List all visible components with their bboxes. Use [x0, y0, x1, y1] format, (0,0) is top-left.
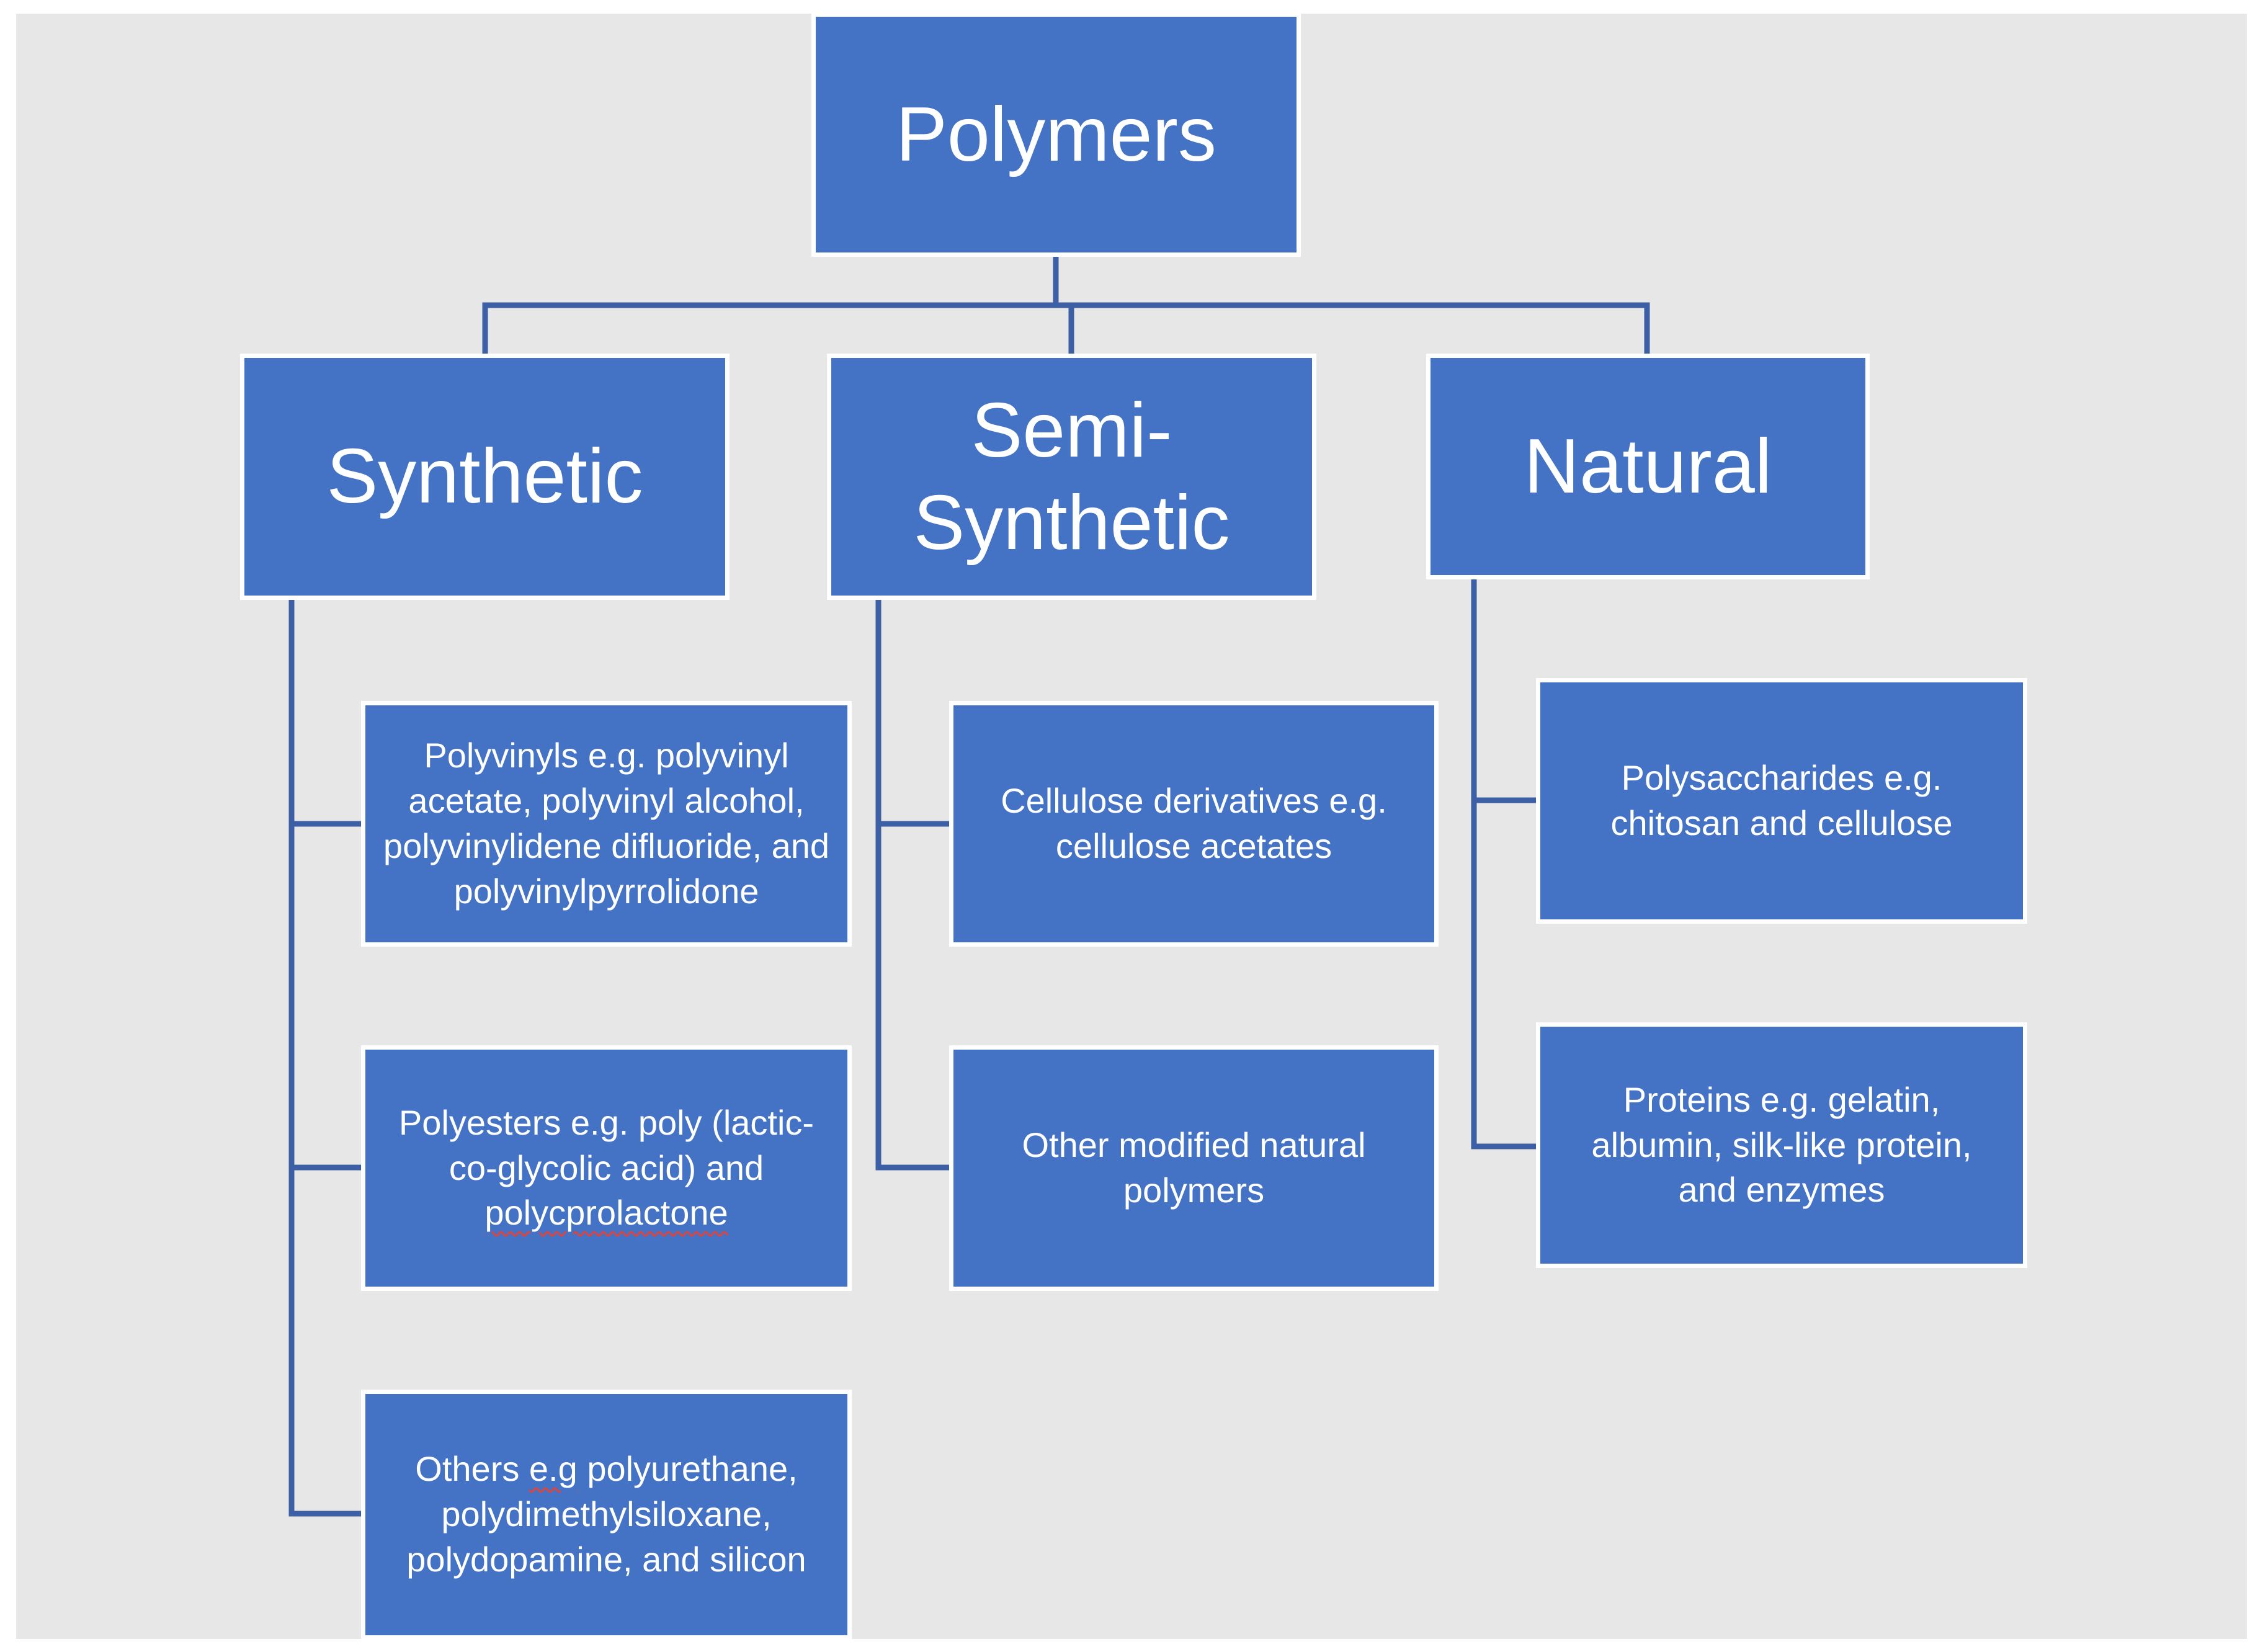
node-proteins: Proteins e.g. gelatin, albumin, silk-lik…: [1536, 1022, 2027, 1268]
node-polymers: Polymers: [811, 12, 1301, 257]
node-label: Synthetic: [326, 434, 643, 520]
node-semi-synthetic: Semi-Synthetic: [827, 354, 1316, 600]
node-other-modified-natural-polymers: Other modified natural polymers: [949, 1045, 1439, 1291]
node-natural: Natural: [1426, 354, 1870, 579]
node-polyvinyls: Polyvinyls e.g. polyvinyl acetate, polyv…: [361, 701, 852, 947]
node-label-rest: polyurethane, polydimethylsiloxane, poly…: [406, 1449, 806, 1579]
node-label: Polymers: [896, 91, 1216, 177]
node-polysaccharides: Polysaccharides e.g. chitosan and cellul…: [1536, 678, 2027, 924]
node-others: Others e.g polyurethane, polydimethylsil…: [361, 1390, 852, 1640]
node-label: Polyesters e.g. poly (lactic-co-glycolic…: [383, 1101, 830, 1236]
node-label-underlined: e.g: [529, 1449, 578, 1489]
node-polyesters: Polyesters e.g. poly (lactic-co-glycolic…: [361, 1045, 852, 1291]
node-label: Semi-Synthetic: [913, 387, 1230, 566]
node-label-start: Others: [415, 1449, 520, 1489]
node-label-underlined: polycprolactone: [484, 1193, 728, 1233]
node-label: Others e.g polyurethane, polydimethylsil…: [383, 1447, 830, 1582]
node-label: Polysaccharides e.g. chitosan and cellul…: [1610, 758, 1953, 842]
node-label: Natural: [1524, 423, 1772, 509]
node-cellulose-derivatives: Cellulose derivatives e.g. cellulose ace…: [949, 701, 1439, 947]
node-label-main: Polyesters e.g. poly (lactic-co-glycolic…: [398, 1102, 815, 1187]
node-label: Other modified natural polymers: [1022, 1125, 1366, 1210]
node-synthetic: Synthetic: [240, 354, 730, 600]
node-label: Proteins e.g. gelatin, albumin, silk-lik…: [1591, 1079, 1972, 1210]
node-label: Cellulose derivatives e.g. cellulose ace…: [1001, 781, 1387, 865]
node-label: Polyvinyls e.g. polyvinyl acetate, polyv…: [383, 736, 830, 911]
